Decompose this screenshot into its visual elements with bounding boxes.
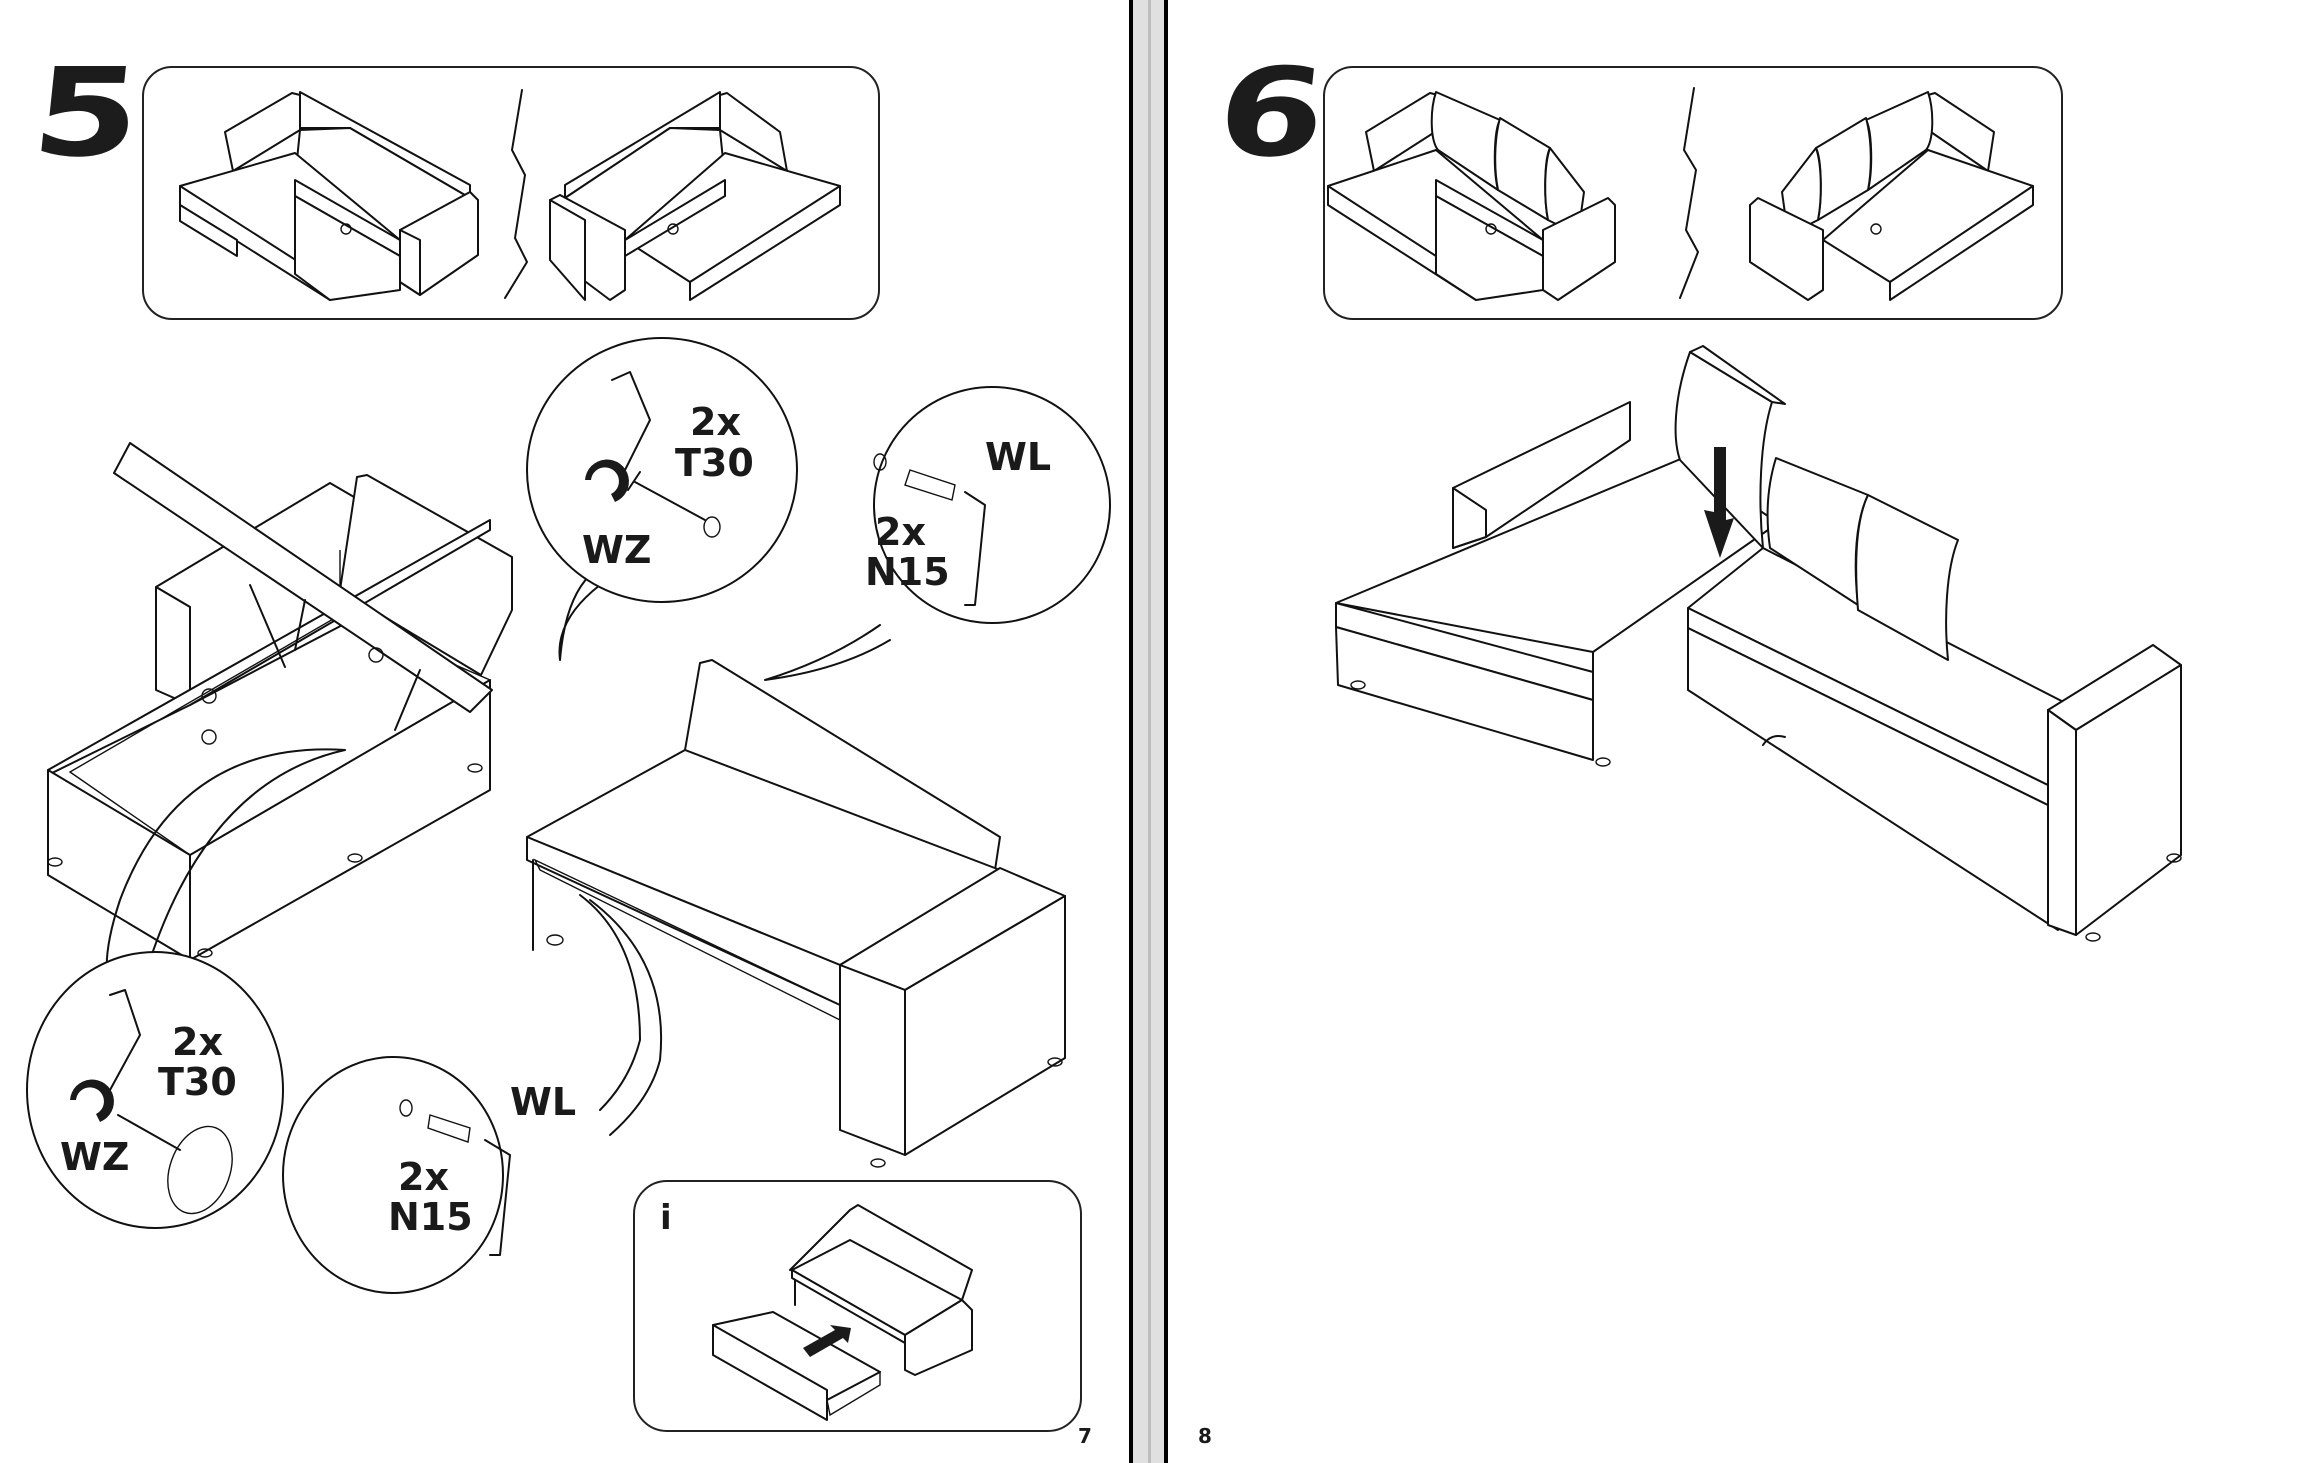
chaise-open-storage-illustration <box>47 442 513 961</box>
overview-left-variant-with-cushions <box>1327 91 1616 301</box>
overview-right-variant-with-cushions <box>1749 91 2034 301</box>
callout-tool-label: WZ <box>60 1135 129 1179</box>
callout-quantity: 2x <box>172 1020 223 1064</box>
callout-tail-dowel-bottom <box>579 894 663 1136</box>
callout-screw-bottom: 2x T30 WZ <box>26 951 284 1229</box>
callout-tail-screw-top <box>558 574 601 661</box>
hex-key-icon <box>611 371 651 481</box>
page-number-8: 8 <box>1198 1424 1212 1448</box>
sofa-section-illustration <box>526 659 1066 1168</box>
info-box <box>633 1180 1082 1432</box>
screw-icon <box>627 471 706 521</box>
screw-icon <box>117 1114 181 1151</box>
callout-part-code: N15 <box>865 550 950 594</box>
overview-divider-zigzag <box>504 89 528 299</box>
page-number-7: 7 <box>1078 1424 1092 1448</box>
callout-quantity: 2x <box>690 400 741 444</box>
callout-tool-label: WL <box>510 1080 576 1124</box>
cap-icon <box>873 453 887 471</box>
callout-part-code: T30 <box>158 1060 237 1104</box>
step-5-artwork: 2x T30 WZ WL 2x N15 2x T30 WZ <box>26 89 1111 1294</box>
drawer-handle-icon <box>1762 735 1786 746</box>
callout-dowel-bottom: WL 2x N15 <box>282 1056 576 1294</box>
callout-quantity: 2x <box>398 1155 449 1199</box>
hex-key-icon <box>964 491 986 606</box>
callout-quantity: 2x <box>875 510 926 554</box>
callout-screw-top: 2x T30 WZ <box>526 337 798 603</box>
callout-tool-label: WZ <box>582 528 651 572</box>
back-cushion-right <box>1855 494 1959 661</box>
callout-tail-dowel-top <box>764 624 891 681</box>
page-gutter <box>1129 0 1168 1463</box>
leg-plate-icon <box>167 1125 233 1215</box>
overview-right-variant-sofa <box>549 91 841 301</box>
callout-tail-screw-bottom <box>105 748 346 991</box>
rotate-clockwise-icon <box>585 459 629 502</box>
callout-dowel-top: WL 2x N15 <box>865 386 1111 624</box>
arrow-down-icon <box>1704 447 1734 558</box>
corner-sofa-cushion-illustration <box>1335 345 2182 942</box>
overview-divider-zigzag <box>1679 87 1699 299</box>
dowel-icon <box>427 1114 471 1143</box>
step-6-artwork <box>1327 87 2182 942</box>
callout-part-code: T30 <box>675 441 754 485</box>
gutter-center-line <box>1148 0 1151 1463</box>
page-7: 5 <box>0 0 1129 1463</box>
callout-tool-label: WL <box>985 435 1051 479</box>
hex-key-icon <box>109 989 141 1091</box>
info-icon: i <box>660 1198 672 1238</box>
overview-left-variant-sofa <box>179 91 479 301</box>
page-8: 6 <box>1168 0 2299 1463</box>
hex-key-icon <box>484 1139 511 1256</box>
rotate-clockwise-icon <box>70 1079 114 1122</box>
cap-icon <box>703 516 721 538</box>
cap-icon <box>399 1099 413 1117</box>
dowel-icon <box>904 469 956 501</box>
callout-part-code: N15 <box>388 1195 473 1239</box>
